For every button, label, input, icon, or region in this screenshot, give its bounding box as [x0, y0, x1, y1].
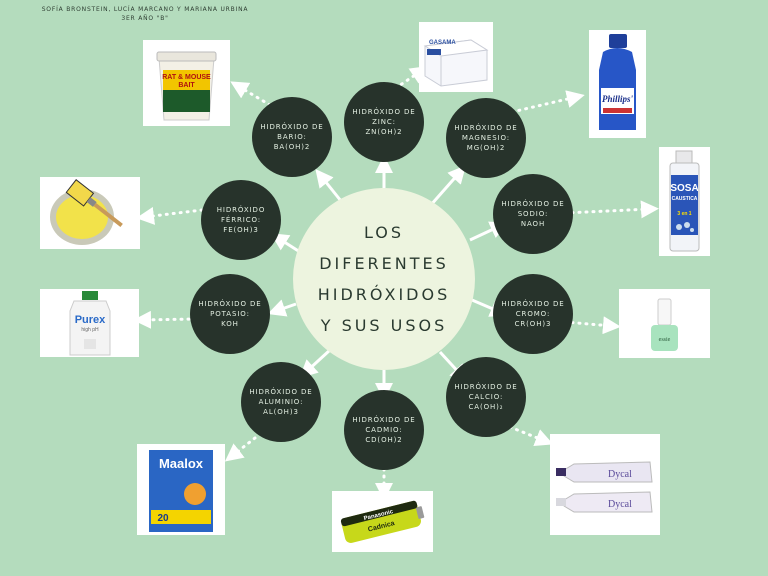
nail-polish-image: essie	[651, 298, 678, 351]
photo-maalox: Maalox 20	[137, 444, 225, 535]
dots-sodio-product	[563, 200, 659, 219]
node-sodio-line2: SODIO:	[517, 210, 549, 218]
gauze-box-image: GASAMA	[423, 39, 489, 87]
node-calcio-line1: HIDRÓXIDO DE	[454, 383, 518, 391]
paint-can-image	[50, 179, 123, 245]
dots-calcio-product	[508, 425, 554, 447]
node-aluminio-formula: AL(OH)3	[263, 408, 299, 416]
node-cadmio: HIDRÓXIDO DE CADMIO: CD(OH)2	[344, 390, 424, 470]
photo-nail-polish: essie	[619, 289, 710, 358]
node-zinc-line2: ZINC:	[372, 118, 396, 126]
photo-purex: Purex high pH	[40, 289, 139, 357]
arrow-to-magnesio	[428, 165, 466, 207]
photo-paint	[40, 177, 140, 249]
title-line-1: LOS	[363, 223, 405, 242]
purex-bottle-image: Purex high pH	[69, 291, 111, 356]
node-aluminio: HIDRÓXIDO DE ALUMINIO: AL(OH)3	[241, 362, 321, 442]
node-bario-line2: BARIO:	[277, 133, 307, 141]
node-cadmio-line2: CADMIO:	[365, 426, 403, 434]
node-ferrico-formula: FE(OH)3	[223, 226, 259, 234]
node-bario-line1: HIDRÓXIDO DE	[260, 123, 324, 131]
phillips-bottle-image: Phillips'	[599, 34, 636, 130]
authors-grade: 3ER AÑO "B"	[121, 15, 169, 22]
node-zinc-formula: ZN(OH)2	[365, 128, 403, 136]
arrow-to-ferrico	[270, 233, 301, 254]
node-ferrico-line1: HIDRÓXIDO	[216, 206, 266, 214]
bait-bucket-image: RAT & MOUSE BAIT	[156, 51, 217, 121]
node-calcio-formula: CA(OH)₂	[468, 403, 504, 411]
node-potasio: HIDRÓXIDO DE POTASIO: KOH	[190, 274, 270, 354]
phillips-brand-text: Phillips'	[602, 94, 634, 104]
photo-phillips: Phillips'	[589, 30, 646, 138]
node-potasio-line1: HIDRÓXIDO DE	[198, 300, 262, 308]
node-calcio: HIDRÓXIDO DE CALCIO: CA(OH)₂	[446, 357, 526, 437]
dots-cromo-product	[563, 316, 621, 335]
photo-dycal: Dycal Dycal	[550, 434, 660, 535]
photo-battery: Panasonic Cadnica	[332, 491, 433, 552]
node-magnesio-line1: HIDRÓXIDO DE	[454, 124, 518, 132]
node-ferrico: HIDRÓXIDO FÉRRICO: FE(OH)3	[201, 180, 281, 260]
dycal-tubes-image: Dycal Dycal	[556, 461, 653, 513]
node-sodio: HIDRÓXIDO DE SODIO: NAOH	[493, 174, 573, 254]
node-sodio-line1: HIDRÓXIDO DE	[501, 200, 565, 208]
dots-magnesio-product	[510, 90, 585, 114]
title-line-2: DIFERENTES	[319, 254, 449, 273]
sosa-badge-text: 3 en 1	[677, 211, 691, 217]
maalox-brand-text: Maalox	[159, 456, 204, 471]
node-cromo: HIDRÓXIDO DE CROMO: CR(OH)3	[493, 274, 573, 354]
arrow-to-potasio	[267, 299, 297, 317]
battery-image: Panasonic Cadnica	[340, 500, 425, 543]
node-bario-formula: BA(OH)2	[273, 143, 311, 151]
maalox-box-image: Maalox 20	[149, 450, 213, 532]
node-cromo-line1: HIDRÓXIDO DE	[501, 300, 565, 308]
bait-sub-text: BAIT	[178, 82, 195, 89]
node-magnesio: HIDRÓXIDO DE MAGNESIO: MG(OH)2	[446, 98, 526, 178]
node-calcio-line2: CALCIO:	[468, 393, 504, 401]
dots-ferrico-product	[136, 206, 204, 225]
sosa-sub-text: CAUSTICA	[672, 196, 698, 202]
title-line-3: HIDRÓXIDOS	[317, 285, 451, 304]
photo-rat-bait: RAT & MOUSE BAIT	[143, 40, 230, 126]
title-line-4: Y SUS USOS	[320, 316, 448, 335]
authors-names: SOFÍA BRONSTEIN, LUCÍA MARCANO Y MARIANA…	[41, 6, 249, 13]
dycal-brand-text-1: Dycal	[608, 469, 632, 480]
node-zinc: HIDRÓXIDO DE ZINC: ZN(OH)2	[344, 82, 424, 162]
bait-brand-text: RAT & MOUSE	[162, 74, 211, 81]
arrow-to-aluminio	[299, 348, 332, 379]
maalox-count-text: 20	[157, 513, 169, 524]
node-potasio-formula: KOH	[221, 320, 239, 328]
node-cadmio-line1: HIDRÓXIDO DE	[352, 416, 416, 424]
node-aluminio-line1: HIDRÓXIDO DE	[249, 388, 313, 396]
purex-brand-text: Purex	[75, 314, 106, 326]
node-magnesio-formula: MG(OH)2	[466, 144, 506, 152]
node-bario: HIDRÓXIDO DE BARIO: BA(OH)2	[252, 97, 332, 177]
dycal-brand-text-2: Dycal	[608, 499, 632, 510]
node-aluminio-line2: ALUMINIO:	[258, 398, 304, 406]
photo-gauze: GASAMA	[419, 22, 493, 92]
node-sodio-formula: NAOH	[520, 220, 546, 228]
purex-sub-text: high pH	[81, 327, 99, 333]
authors-credit: SOFÍA BRONSTEIN, LUCÍA MARCANO Y MARIANA…	[0, 5, 290, 23]
node-zinc-line1: HIDRÓXIDO DE	[352, 108, 416, 116]
gauze-brand-text: GASAMA	[429, 40, 456, 46]
node-cadmio-formula: CD(OH)2	[365, 436, 403, 444]
dots-aluminio-product	[224, 436, 257, 462]
node-cromo-formula: CR(OH)3	[514, 320, 552, 328]
sosa-brand-text: SOSA	[670, 183, 698, 194]
node-ferrico-line2: FÉRRICO:	[220, 216, 262, 224]
center-title: LOS DIFERENTES HIDRÓXIDOS Y SUS USOS	[293, 188, 475, 370]
sosa-bottle-image: SOSA CAUSTICA 3 en 1	[669, 150, 700, 252]
node-cromo-line2: CROMO:	[515, 310, 551, 318]
dots-potasio-product	[133, 310, 198, 329]
nail-polish-brand-text: essie	[659, 337, 671, 343]
photo-sosa-caustica: SOSA CAUSTICA 3 en 1	[659, 147, 710, 256]
dots-bario-product	[230, 81, 272, 107]
node-potasio-line2: POTASIO:	[210, 310, 250, 318]
node-magnesio-line2: MAGNESIO:	[461, 134, 511, 142]
